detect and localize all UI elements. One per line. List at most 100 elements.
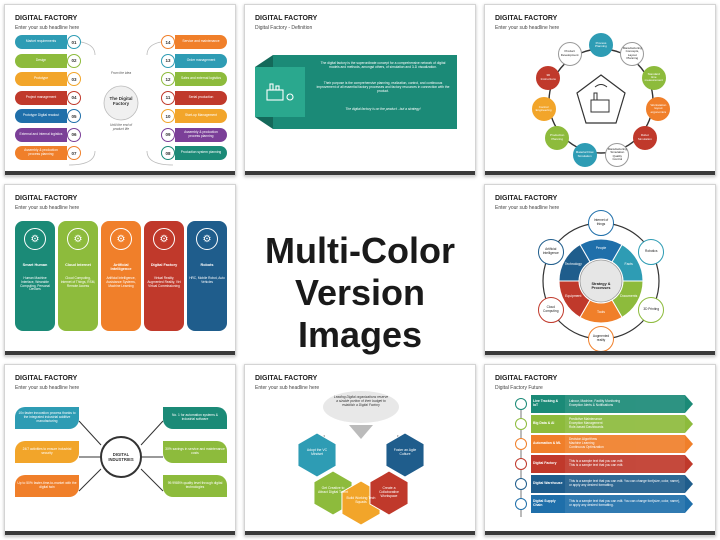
slide-subtitle: Enter your sub headline here [15, 205, 80, 211]
row-label: Automation & ML [531, 435, 565, 453]
inner-segment [611, 243, 644, 282]
slide-thumbnail-7[interactable]: DIGITAL FACTORY Enter your sub headline … [244, 364, 476, 536]
right-item-label: Service and maintenance [175, 35, 227, 49]
outer-node: Cloud Computing [537, 297, 564, 323]
right-item-label: Assembly & production process planning [175, 127, 227, 142]
row-text: Labour, Machine, Facility Monitoring [569, 399, 621, 404]
hexagon-label: Create a Collaborative Workspace [379, 486, 399, 498]
cloud-text: Leading Digital organizations reserve a … [333, 395, 389, 407]
outer-node: Internet of things [588, 210, 614, 236]
row-text: Exception Management [569, 421, 603, 426]
slide-thumbnail-4[interactable]: DIGITAL FACTORY Enter your sub headline … [4, 184, 236, 356]
slide-footer-bar [5, 531, 235, 535]
row-label: Digital Factory [531, 455, 565, 473]
row-text: Exception Alerts & Notifications [569, 403, 614, 407]
left-item-label: Assembly & production process planning [15, 146, 67, 160]
hexagon-diagram [297, 391, 425, 526]
row-body: This is a sample text that you can edit.… [565, 495, 685, 513]
slide-thumbnail-2[interactable]: DIGITAL FACTORY Digital Factory - Defini… [244, 4, 476, 176]
card-heading: Smart Human [22, 263, 48, 267]
left-item-label: Project management [15, 90, 67, 105]
outer-node: Artificial Intelligence [537, 239, 564, 265]
left-item-label: Market requirements [15, 35, 67, 49]
slide-thumbnail-3[interactable]: DIGITAL FACTORY Enter your sub headline … [484, 4, 716, 176]
center-label: The Digital Factory [109, 96, 133, 106]
left-item-label: Prototype [15, 72, 67, 86]
row-arrow [685, 415, 693, 433]
right-item-label: Start-up Management [175, 109, 227, 123]
left-item-number: 07 [67, 146, 81, 160]
left-item-number: 06 [67, 127, 81, 142]
slide-footer-bar [485, 351, 715, 355]
inner-segment [558, 280, 591, 319]
card-heading: Artificial Intelligence [110, 263, 132, 272]
hexagon-shape [297, 432, 337, 478]
inner-segment [558, 243, 591, 282]
slide-title: DIGITAL FACTORY [495, 375, 558, 382]
definition-banner [255, 55, 457, 129]
right-item-label: Serial production [175, 90, 227, 105]
caption-line-2: Version Images [294, 272, 426, 355]
card-body: Cloud Computing, Internet of Things, RSM… [60, 276, 96, 288]
hub-label: Strategy & Processes [591, 282, 611, 290]
row-text: Machine Learning [569, 441, 595, 446]
slide-subtitle: Enter your sub headline here [15, 25, 80, 31]
right-item-number: 14 [161, 35, 175, 49]
definition-paragraph-2: Their purpose is the comprehensive plann… [316, 81, 450, 93]
left-stat: 24/7 activities to ensure industrial sec… [15, 441, 79, 463]
slide-title: DIGITAL FACTORY [15, 15, 78, 22]
slide-footer-bar [245, 171, 475, 175]
inner-segment [579, 299, 623, 324]
inner-segment-label: Equipment [565, 294, 582, 298]
cycle-node: Control Engineering [531, 96, 556, 121]
slide-thumbnail-8[interactable]: DIGITAL FACTORY Digital Factory Future L… [484, 364, 716, 536]
card-heading: Cloud Internet [65, 263, 91, 267]
card-icon: ⚙ [153, 228, 175, 250]
card-heading: Robots [200, 263, 214, 267]
left-item-label: Prototype Digital readout [15, 109, 67, 123]
right-stat: 30% savings in service and maintenance c… [163, 441, 227, 463]
row-text: This is a sample text that you can edit.… [569, 499, 680, 507]
row-label: Big Data & AI [531, 415, 565, 433]
definition-paragraph-1: The digital factory is the superordinate… [320, 61, 446, 69]
row-text: Decision Algorithms [569, 437, 597, 442]
slide-thumbnail-5[interactable]: DIGITAL FACTORY Enter your sub headline … [484, 184, 716, 356]
left-item-label: Design [15, 53, 67, 68]
slide-title: DIGITAL FACTORY [255, 15, 318, 22]
caption-line-1: Multi-Color [265, 230, 455, 271]
row-arrow [685, 435, 693, 453]
row-text: Continuous Optimization [569, 444, 604, 449]
inner-segment-label: Facts [624, 262, 633, 266]
hexagon-shape [385, 432, 425, 478]
card-body: Artificial Intelligence, Assistance Syst… [106, 276, 136, 288]
card-body: Human Machine Interface, Wearable Comput… [20, 276, 50, 292]
row-text: This is a sample text that you can edit.… [569, 479, 680, 487]
cycle-node: Manufacturing Simulation Quality Control [605, 142, 630, 167]
slide-footer-bar [485, 531, 715, 535]
slide-subtitle: Enter your sub headline here [495, 205, 560, 211]
slide-subtitle: Enter your sub headline here [255, 385, 320, 391]
slide-subtitle: Enter your sub headline here [495, 25, 560, 31]
roadmap-diagram [68, 40, 174, 166]
card-body: HRC, Mobile Robot, Auto Vehicles [189, 276, 225, 284]
slide-thumbnail-6[interactable]: DIGITAL FACTORY Enter your sub headline … [4, 364, 236, 536]
bottom-note: Until the end of product life [109, 123, 133, 131]
inner-segment-label: People [595, 246, 607, 250]
hexagon-label: Get Creative to Attract Digital Talent [317, 486, 349, 494]
slide-subtitle: Digital Factory Future [495, 385, 543, 391]
outer-node: Augmented reality [588, 326, 614, 352]
slide-title: DIGITAL FACTORY [255, 375, 318, 382]
slide-thumbnail-1[interactable]: DIGITAL FACTORY Enter your sub headline … [4, 4, 236, 176]
inner-segment-label: Technology [564, 262, 582, 266]
industries-diagram [78, 420, 164, 492]
hub-circle [579, 259, 623, 303]
hexagon-label: Build Working Tech Squads [346, 496, 376, 504]
left-stat: Up to 50% faster-time-to-market with the… [15, 475, 79, 497]
row-icon [515, 438, 527, 450]
